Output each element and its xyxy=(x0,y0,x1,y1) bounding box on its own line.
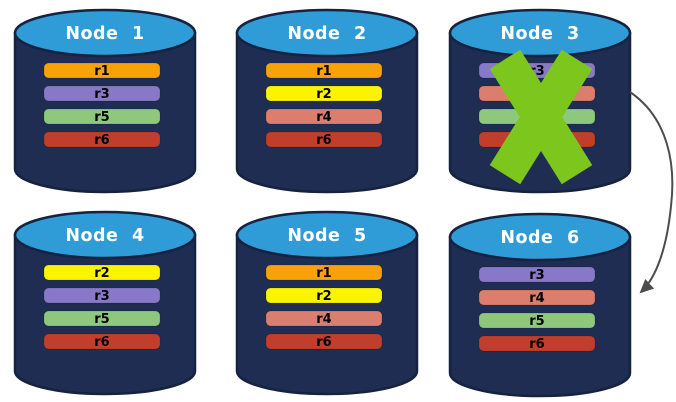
replica-label: r5 xyxy=(94,312,109,327)
replica-bar xyxy=(43,333,161,350)
replica-bar xyxy=(265,264,383,281)
db-node-6: Node 6 r3 r4 r5 r6 xyxy=(448,212,632,398)
replica-label: r3 xyxy=(94,87,109,102)
db-node-3: Node 3 r3 r4 r5 r6 xyxy=(448,8,632,194)
replica-bar xyxy=(265,85,383,102)
replica-bar xyxy=(478,312,596,329)
node-title: Node 1 xyxy=(65,24,144,44)
replica-label: r5 xyxy=(529,110,544,125)
replica-bar xyxy=(265,131,383,148)
replica-label: r5 xyxy=(529,314,544,329)
replica-label: r4 xyxy=(316,110,331,125)
node3-to-node6-arrow xyxy=(629,91,674,294)
replica-bar xyxy=(265,108,383,125)
replica-label: r6 xyxy=(529,337,544,352)
replica-label: r6 xyxy=(316,335,331,350)
replica-bar xyxy=(43,310,161,327)
replica-bar xyxy=(43,108,161,125)
node-title: Node 2 xyxy=(287,24,366,44)
replica-label: r2 xyxy=(94,266,109,281)
replica-label: r4 xyxy=(529,87,544,102)
replica-bar xyxy=(265,310,383,327)
replica-bar xyxy=(265,333,383,350)
cylinder-top xyxy=(13,8,197,58)
db-node-1: Node 1 r1 r3 r5 r6 xyxy=(13,8,197,194)
cylinder-top xyxy=(13,210,197,260)
replica-bar xyxy=(265,287,383,304)
replica-label: r3 xyxy=(529,64,544,79)
node-title: Node 6 xyxy=(500,228,579,248)
replica-bar xyxy=(43,62,161,79)
replica-label: r4 xyxy=(529,291,544,306)
db-node-2: Node 2 r1 r2 r4 r6 xyxy=(235,8,419,194)
replica-label: r5 xyxy=(94,110,109,125)
node-title: Node 5 xyxy=(287,226,366,246)
node-title: Node 4 xyxy=(65,226,144,246)
replica-bar xyxy=(43,85,161,102)
replica-bar xyxy=(478,335,596,352)
replica-bar xyxy=(265,62,383,79)
replica-label: r2 xyxy=(316,289,331,304)
cylinder-top xyxy=(235,210,419,260)
replica-label: r1 xyxy=(316,266,331,281)
replica-label: r6 xyxy=(94,133,109,148)
replica-label: r6 xyxy=(316,133,331,148)
replica-label: r3 xyxy=(529,268,544,283)
replica-bar xyxy=(43,264,161,281)
replica-label: r1 xyxy=(316,64,331,79)
replica-label: r2 xyxy=(316,87,331,102)
replica-label: r6 xyxy=(94,335,109,350)
replica-bar xyxy=(478,289,596,306)
replica-bar xyxy=(478,266,596,283)
replica-bar xyxy=(43,131,161,148)
db-node-4: Node 4 r2 r3 r5 r6 xyxy=(13,210,197,396)
replica-label: r1 xyxy=(94,64,109,79)
replica-label: r3 xyxy=(94,289,109,304)
replica-label: r4 xyxy=(316,312,331,327)
db-node-5: Node 5 r1 r2 r4 r6 xyxy=(235,210,419,396)
cylinder-top xyxy=(235,8,419,58)
node-title: Node 3 xyxy=(500,24,579,44)
replica-bar xyxy=(43,287,161,304)
replica-label: r6 xyxy=(529,133,544,148)
